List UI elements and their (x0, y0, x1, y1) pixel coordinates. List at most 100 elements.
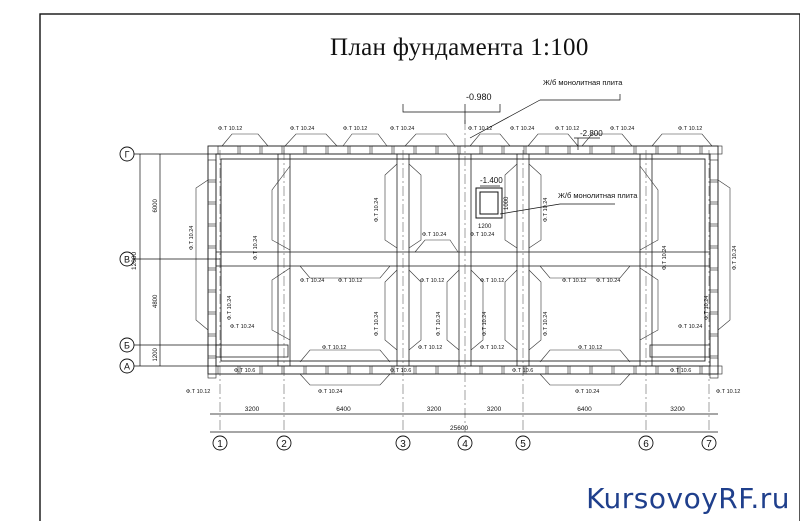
level-right: -2.800 (580, 129, 603, 138)
bottom-dimension: 3200 (427, 406, 442, 413)
block (709, 247, 719, 269)
outer-footing (207, 145, 719, 375)
bottom-outer-mark: Ф.Т 10.12 (716, 389, 740, 395)
bottom-row-mark: Ф.Т 10.6 (234, 368, 255, 374)
block (371, 145, 393, 155)
block (207, 313, 217, 335)
block (709, 181, 719, 203)
center-lower-mark: Ф.Т 10.12 (338, 278, 362, 284)
block (547, 145, 569, 155)
axis-column-bubble (212, 435, 228, 451)
block (261, 145, 283, 155)
block (709, 203, 719, 225)
lower-inner-mark: Ф.Т 10.12 (322, 345, 346, 351)
axis-row-label: Г (125, 150, 130, 160)
block (569, 365, 591, 375)
block (679, 365, 701, 375)
block (701, 145, 723, 155)
pit (475, 187, 503, 219)
level-mid: -1.400 (480, 176, 503, 185)
axis-column-bubble (395, 435, 411, 451)
watermark-logo: KursovoyRF.ru (586, 482, 790, 515)
block (591, 365, 613, 375)
mid-upper-vertical-mark: Ф.Т 10.24 (374, 198, 380, 222)
lower-inner-mark: Ф.Т 10.12 (418, 345, 442, 351)
foundation-blocks (207, 145, 723, 379)
block (327, 145, 349, 155)
axis-row-bubble (119, 358, 135, 374)
slab-note-top: Ж/б монолитная плита (543, 78, 623, 87)
bottom-row-mark: Ф.Т 10.6 (390, 368, 411, 374)
block (657, 365, 679, 375)
block (305, 145, 327, 155)
inner-footings (215, 153, 711, 367)
sheet-frame (39, 13, 800, 523)
top-mark-label: Ф.Т 10.24 (610, 126, 634, 132)
axis-column-label: 7 (706, 439, 712, 450)
block (547, 365, 569, 375)
left-vertical-mark: Ф.Т 10.24 (253, 236, 259, 260)
left-total-dimension: 12000 (131, 252, 138, 270)
block (261, 365, 283, 375)
bottom-outer-mark: Ф.Т 10.12 (186, 389, 210, 395)
bottom-dimension: 3200 (245, 406, 260, 413)
bottom-row-mark: Ф.Т 10.6 (670, 368, 691, 374)
top-mark-label: Ф.Т 10.24 (290, 126, 314, 132)
block (371, 365, 393, 375)
axis-row-bubble (119, 251, 135, 267)
axis-lines (219, 120, 710, 432)
block (437, 365, 459, 375)
block (283, 145, 305, 155)
top-mark-label: Ф.Т 10.24 (390, 126, 414, 132)
center-upper-mark: Ф.Т 10.24 (470, 232, 494, 238)
center-upper-mark: Ф.Т 10.24 (422, 232, 446, 238)
block (481, 145, 503, 155)
block (481, 365, 503, 375)
block (207, 357, 217, 379)
right-vertical-mark: Ф.Т 10.24 (732, 246, 738, 270)
top-mark-label: Ф.Т 10.24 (510, 126, 534, 132)
axis-column-bubble (515, 435, 531, 451)
axis-column-bubble (701, 435, 717, 451)
axis-column-label: 5 (520, 439, 526, 450)
overall-dimension: 25600 (450, 425, 468, 432)
block (701, 365, 723, 375)
block (217, 145, 239, 155)
center-lower-mark: Ф.Т 10.12 (562, 278, 586, 284)
lower-inner-mark: Ф.Т 10.24 (678, 324, 702, 330)
block (207, 247, 217, 269)
mid-lower-vertical-mark: Ф.Т 10.24 (436, 312, 442, 336)
block (393, 145, 415, 155)
lower-inner-mark: Ф.Т 10.12 (578, 345, 602, 351)
left-dimension-lines (134, 153, 220, 367)
block (709, 313, 719, 335)
block (569, 145, 591, 155)
pit-height: 1000 (504, 196, 510, 210)
block (437, 145, 459, 155)
block (709, 225, 719, 247)
block (709, 291, 719, 313)
center-lower-mark: Ф.Т 10.12 (480, 278, 504, 284)
block (613, 365, 635, 375)
bottom-dimension: 3200 (670, 406, 685, 413)
left-vertical-mark: Ф.Т 10.24 (227, 296, 233, 320)
block (503, 365, 525, 375)
block (207, 181, 217, 203)
bottom-row-mark: Ф.Т 10.24 (318, 389, 342, 395)
axis-column-label: 4 (462, 439, 468, 450)
axis-column-label: 2 (281, 439, 287, 450)
block (459, 365, 481, 375)
lower-inner-mark: Ф.Т 10.12 (480, 345, 504, 351)
mid-lower-vertical-mark: Ф.Т 10.24 (482, 312, 488, 336)
axis-column-label: 1 (217, 439, 223, 450)
axis-row-label: А (124, 362, 130, 372)
left-vertical-mark: Ф.Т 10.24 (189, 226, 195, 250)
bottom-row-mark: Ф.Т 10.6 (512, 368, 533, 374)
center-lower-mark: Ф.Т 10.12 (420, 278, 444, 284)
top-mark-label: Ф.Т 10.12 (343, 126, 367, 132)
axis-column-bubble (457, 435, 473, 451)
